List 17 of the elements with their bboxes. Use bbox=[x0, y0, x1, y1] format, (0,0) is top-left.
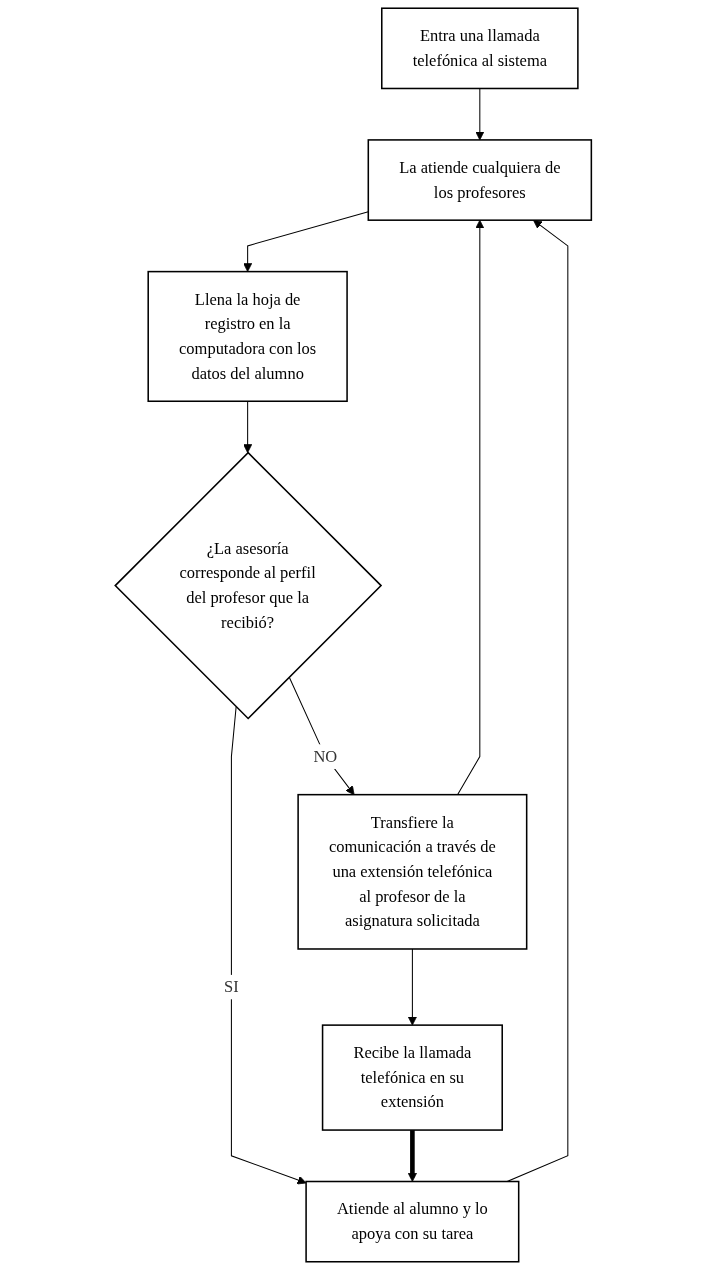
node-box: Entra una llamada telefónica al sistema bbox=[380, 7, 579, 90]
arrow bbox=[242, 211, 369, 272]
node-box: Recibe la llamada telefónica en su extensión bbox=[321, 1024, 503, 1131]
arrow bbox=[242, 400, 252, 454]
arrow bbox=[288, 676, 355, 796]
edge-label: SI bbox=[223, 977, 239, 996]
arrow bbox=[506, 219, 569, 1182]
edge-label: NO bbox=[313, 747, 337, 765]
arrow bbox=[407, 1130, 417, 1182]
node-box: Transfiere la comunicación a través de una extensión telefónica al profesor de la asignatura solicitada bbox=[297, 793, 528, 950]
node-diamond: ¿La asesoría corresponde al perfil del profesor que la recibió? bbox=[113, 451, 382, 720]
arrow bbox=[456, 219, 485, 796]
arrow bbox=[407, 948, 417, 1026]
arrow bbox=[475, 87, 485, 141]
node-box: La atiende cualquiera de los profesores bbox=[367, 139, 592, 221]
node-box: Llena la hoja de registro en la computadora con los datos del alumno bbox=[147, 270, 348, 402]
node-box: Atiende al alumno y lo apoya con su tarea bbox=[305, 1180, 520, 1263]
